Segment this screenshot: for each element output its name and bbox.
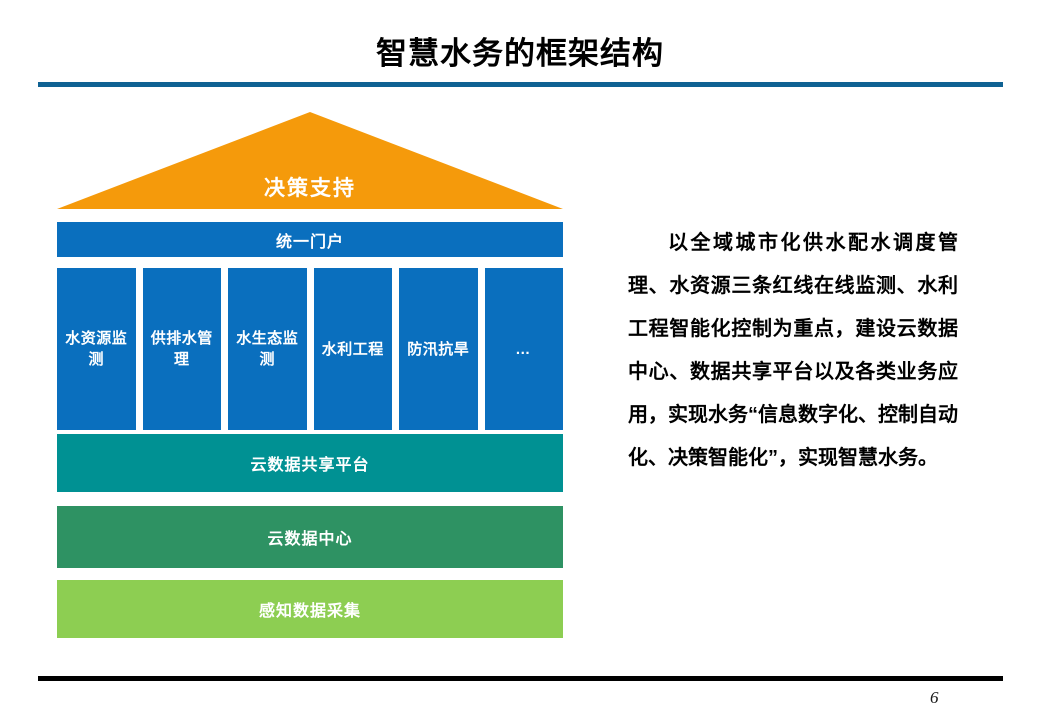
decision-support-roof[interactable]: 决策支持 [57, 112, 563, 211]
column-label: 水生态监测 [236, 330, 299, 368]
sensing-data-collection-label: 感知数据采集 [258, 603, 361, 620]
page-title: 智慧水务的框架结构 [376, 36, 664, 71]
cloud-data-center-label: 云数据中心 [267, 531, 353, 548]
sensing-data-collection-bar[interactable]: 感知数据采集 [57, 580, 563, 638]
application-columns: 水资源监测 供排水管理 水生态监测 水利工程 防汛抗旱 … [57, 268, 563, 430]
column-water-resource-monitoring[interactable]: 水资源监测 [57, 268, 136, 430]
column-flood-drought-control[interactable]: 防汛抗旱 [399, 268, 478, 430]
column-label: 水利工程 [321, 340, 384, 358]
triangle-shape [57, 112, 563, 209]
unified-portal-bar[interactable]: 统一门户 [57, 222, 563, 257]
column-label: 水资源监测 [65, 330, 128, 368]
description-paragraph: 以全域城市化供水配水调度管理、水资源三条红线在线监测、水利工程智能化控制为重点，… [628, 232, 958, 469]
column-water-supply-drainage-management[interactable]: 供排水管理 [142, 268, 221, 430]
title-divider [38, 82, 1003, 87]
ellipsis-icon: … [515, 340, 533, 358]
framework-diagram: 决策支持 统一门户 水资源监测 供排水管理 水生态监测 水利工程 防汛抗旱 … … [57, 112, 563, 640]
cloud-data-sharing-platform-bar[interactable]: 云数据共享平台 [57, 434, 563, 492]
column-water-conservancy-project[interactable]: 水利工程 [313, 268, 392, 430]
cloud-data-sharing-platform-label: 云数据共享平台 [250, 457, 370, 474]
column-water-ecology-monitoring[interactable]: 水生态监测 [228, 268, 307, 430]
column-label: 防汛抗旱 [407, 340, 470, 358]
column-more[interactable]: … [484, 268, 563, 430]
unified-portal-label: 统一门户 [275, 233, 344, 251]
page-number: 6 [930, 688, 939, 707]
footer-divider [38, 676, 1003, 681]
column-label: 供排水管理 [150, 330, 213, 368]
cloud-data-center-bar[interactable]: 云数据中心 [57, 506, 563, 568]
